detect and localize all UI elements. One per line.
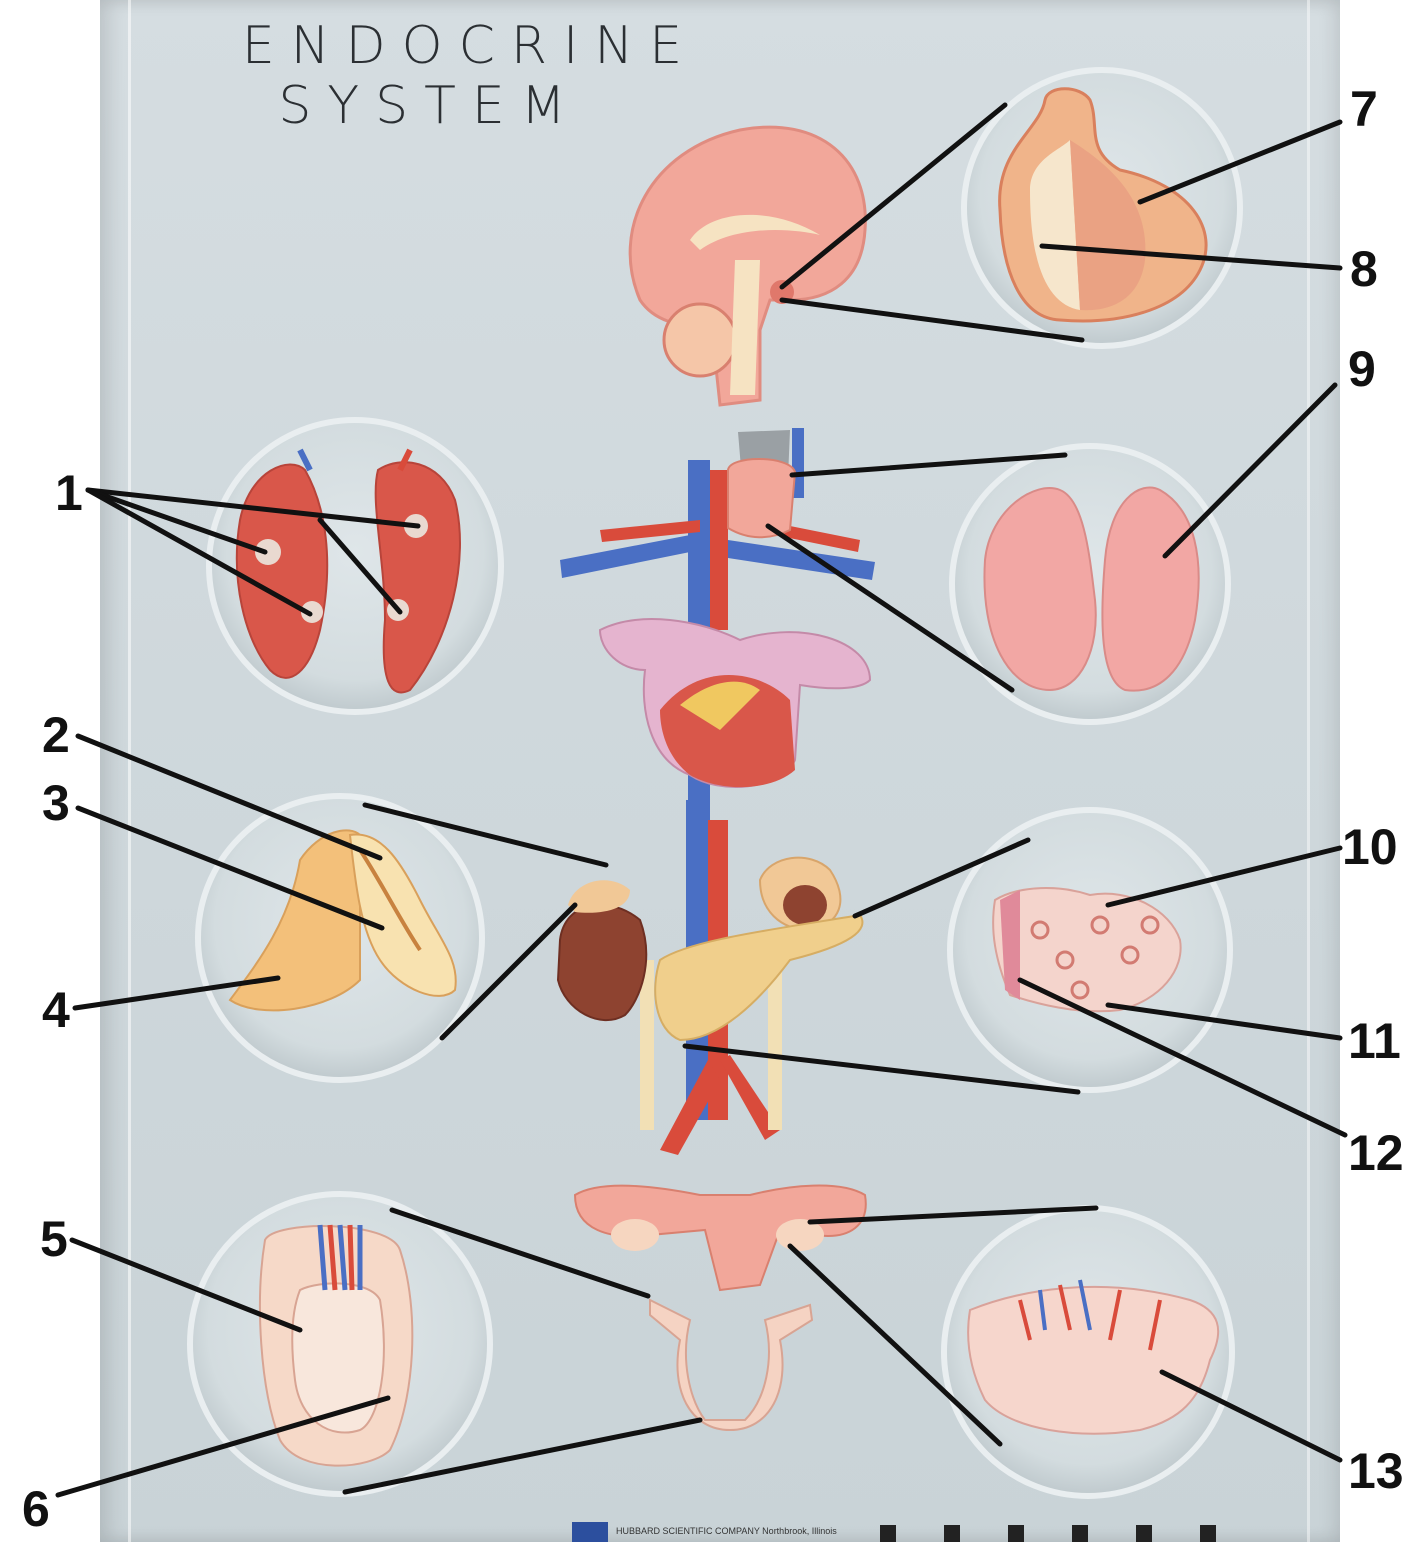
- thyroid-model: [727, 430, 797, 539]
- kidney-left: [556, 880, 648, 1021]
- adrenal-closeup: [228, 829, 457, 1012]
- testis-closeup: [259, 1224, 414, 1467]
- pancreas-model: [654, 913, 864, 1042]
- label-6: 6: [22, 1481, 50, 1537]
- adrenal-right: [758, 856, 842, 932]
- title-line-2: SYSTEM: [278, 76, 582, 136]
- board-rim: [128, 0, 1310, 1542]
- thyroid-closeup: [983, 486, 1200, 692]
- uterus-ovaries: [573, 1184, 867, 1292]
- label-5: 5: [40, 1211, 68, 1267]
- label-9: 9: [1348, 341, 1376, 397]
- islet-closeup: [992, 887, 1182, 1013]
- label-12: 12: [1348, 1125, 1404, 1181]
- label-1: 1: [55, 465, 83, 521]
- footer-marks: [880, 1525, 1240, 1542]
- brain-model: [628, 125, 867, 407]
- pituitary-closeup: [998, 87, 1208, 323]
- title-line-1: ENDOCRINE: [241, 16, 699, 76]
- heart-model: [598, 618, 872, 788]
- label-10: 10: [1342, 819, 1398, 875]
- label-8: 8: [1350, 241, 1378, 297]
- label-2: 2: [42, 707, 70, 763]
- publisher-text: HUBBARD SCIENTIFIC COMPANY Northbrook, I…: [616, 1526, 837, 1536]
- label-7: 7: [1350, 81, 1378, 137]
- ovary-closeup: [967, 1279, 1220, 1435]
- label-11: 11: [1348, 1013, 1401, 1069]
- label-3: 3: [42, 775, 70, 831]
- leader-lines: [55, 102, 1348, 1498]
- label-13: 13: [1348, 1443, 1404, 1499]
- label-4: 4: [42, 982, 70, 1038]
- publisher-logo: [572, 1522, 608, 1542]
- parathyroid-closeup: [235, 448, 461, 694]
- testes-model: [649, 1298, 814, 1432]
